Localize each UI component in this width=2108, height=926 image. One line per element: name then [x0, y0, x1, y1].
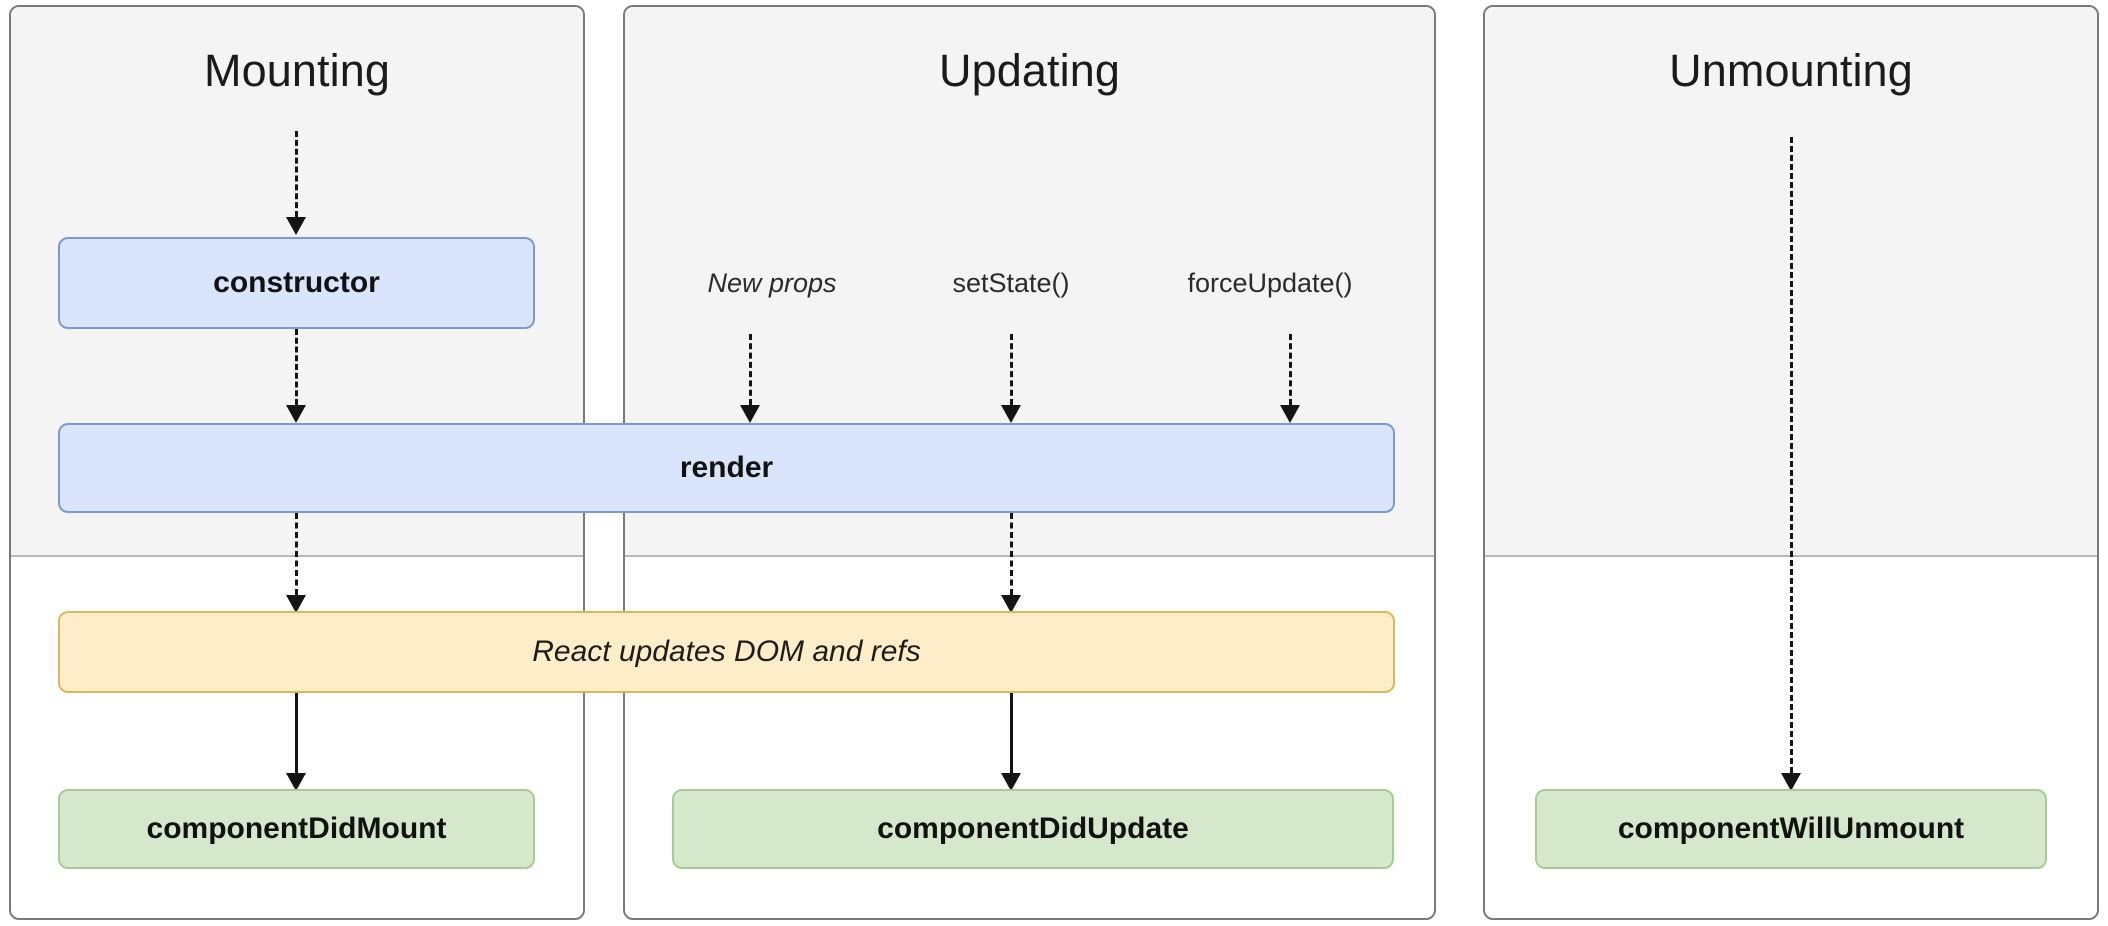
phase-title-unmounting: Unmounting: [1669, 45, 1913, 96]
trigger-label-force-update: forceUpdate(): [1187, 268, 1353, 298]
node-react-updates-dom-and-refs: React updates DOM and refs: [58, 611, 1395, 693]
node-constructor-label: constructor: [213, 266, 380, 299]
node-component-will-unmount-label: componentWillUnmount: [1617, 812, 1965, 845]
node-component-did-mount: componentDidMount: [58, 789, 535, 869]
node-component-did-update-label: componentDidUpdate: [877, 812, 1189, 845]
trigger-label-set-state: setState(): [952, 268, 1070, 298]
node-constructor: constructor: [58, 237, 535, 329]
node-component-will-unmount: componentWillUnmount: [1535, 789, 2047, 869]
node-react-updates-label: React updates DOM and refs: [532, 635, 921, 668]
phase-title-updating: Updating: [939, 45, 1120, 96]
node-render-label: render: [679, 451, 774, 484]
node-component-did-update: componentDidUpdate: [672, 789, 1394, 869]
node-component-did-mount-label: componentDidMount: [146, 812, 447, 845]
node-render: render: [58, 423, 1395, 513]
trigger-label-new-props: New props: [707, 268, 837, 298]
phase-title-mounting: Mounting: [204, 45, 390, 96]
